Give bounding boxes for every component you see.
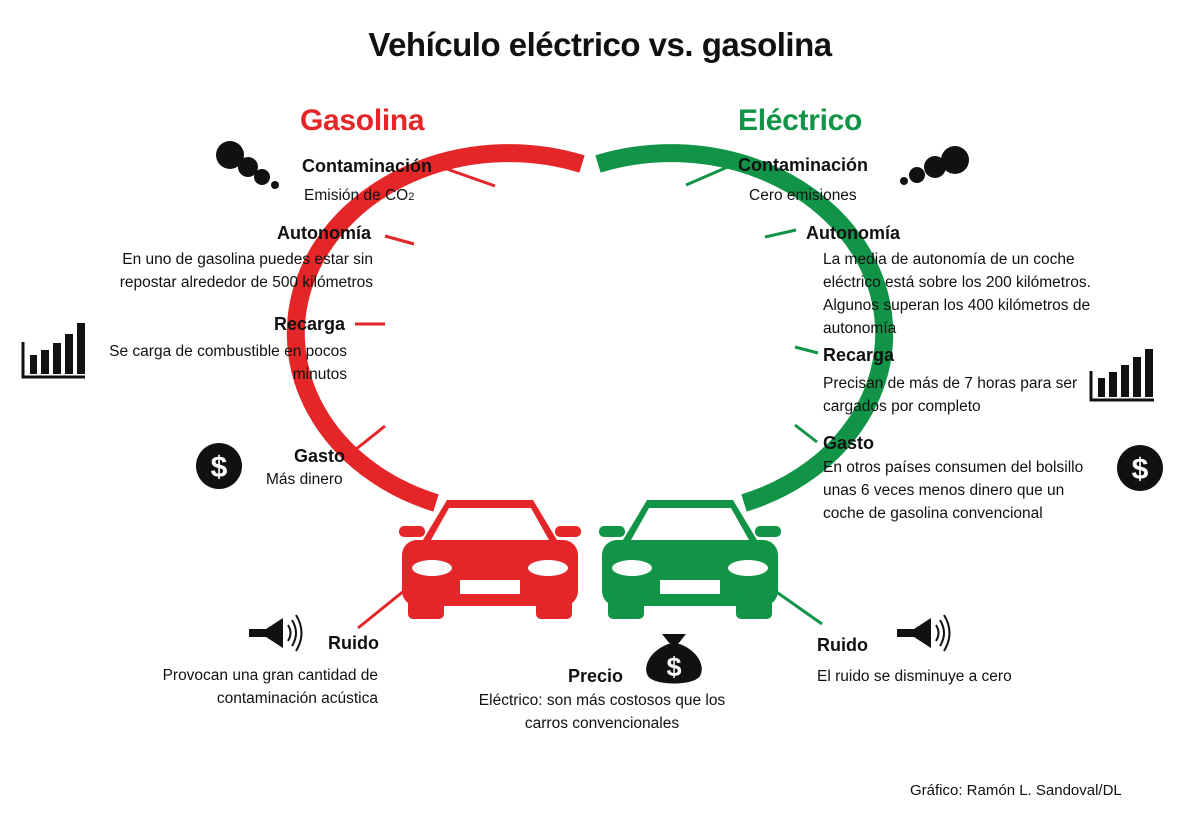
gasolina-arc (286, 144, 585, 512)
electrico-ruido-line: El ruido se disminuye a cero (817, 668, 1012, 685)
speaker-icon (897, 614, 951, 652)
precio-line: Eléctrico: son más costosos que los (478, 692, 726, 709)
electrico-autonomia-line: eléctrico está sobre los 200 kilómetros. (823, 274, 1091, 291)
bar-chart-icon (21, 323, 85, 379)
gasolina-recarga-heading: Recarga (274, 314, 346, 334)
electrico-gasto-line: unas 6 veces menos dinero que un (823, 482, 1065, 499)
electrico-arc (595, 144, 894, 512)
electrico-gasto-line: coche de gasolina convencional (823, 505, 1043, 522)
electrico-gasto-text: En otros países consumen del bolsillo un… (823, 456, 1083, 525)
credit-text: Gráfico: Ramón L. Sandoval/DL (910, 782, 1122, 799)
electrico-gasto-line: En otros países consumen del bolsillo (823, 459, 1084, 476)
gasolina-car-icon (399, 500, 581, 619)
electrico-contaminacion-text: Cero emisiones (749, 184, 857, 207)
gasolina-contaminacion-heading: Contaminación (302, 156, 433, 176)
electrico-autonomia-line: Algunos superan los 400 kilómetros de (823, 297, 1091, 314)
gasolina-ruido-line: Provocan una gran cantidad de (162, 667, 378, 684)
electrico-car-icon (599, 500, 781, 619)
electrico-autonomia-heading: Autonomía (806, 223, 900, 243)
page-title: Vehículo eléctrico vs. gasolina (368, 26, 832, 63)
gasolina-ruido-heading: Ruido (328, 633, 379, 653)
money-bag-icon: $ (646, 634, 702, 684)
dollar-icon-symbol: $ (211, 451, 228, 484)
gasolina-title: Gasolina (300, 104, 425, 137)
money-bag-symbol: $ (666, 652, 681, 682)
gasolina-gasto-text: Más dinero (266, 468, 343, 491)
smoke-icon (216, 141, 279, 189)
electrico-recarga-text: Precisan de más de 7 horas para ser carg… (823, 372, 1077, 418)
gasolina-autonomia-text: En uno de gasolina puedes estar sin repo… (60, 248, 373, 294)
electrico-title: Eléctrico (738, 104, 863, 137)
smoke-icon (900, 146, 969, 185)
gasolina-recarga-line: Se carga de combustible en pocos (109, 343, 347, 360)
dollar-icon: $ (196, 443, 242, 489)
electrico-autonomia-line: autonomía (823, 320, 897, 337)
electrico-ruido-text: El ruido se disminuye a cero (817, 665, 1012, 688)
electrico-contaminacion-line: Cero emisiones (749, 187, 857, 204)
electrico-recarga-line: cargados por completo (823, 398, 981, 415)
electrico-gasto-heading: Gasto (823, 433, 875, 453)
dollar-icon-symbol: $ (1132, 453, 1149, 486)
dollar-icon: $ (1117, 445, 1163, 491)
gasolina-contaminacion-text-main: Emisión de CO (304, 187, 409, 204)
gasolina-recarga-text: Se carga de combustible en pocos minutos (90, 340, 347, 386)
gasolina-ruido-text: Provocan una gran cantidad de contaminac… (120, 664, 378, 710)
gasolina-recarga-line: minutos (292, 366, 347, 383)
speaker-icon (249, 614, 303, 652)
gasolina-autonomia-line: En uno de gasolina puedes estar sin (122, 251, 373, 268)
electrico-recarga-line: Precisan de más de 7 horas para ser (823, 375, 1078, 392)
gasolina-autonomia-line: repostar alrededor de 500 kilómetros (119, 274, 373, 291)
precio-heading: Precio (568, 666, 624, 686)
gasolina-gasto-heading: Gasto (294, 446, 346, 466)
bar-chart-icon (1089, 349, 1154, 402)
electrico-ruido-heading: Ruido (817, 635, 868, 655)
gasolina-contaminacion-text: Emisión de CO2 (304, 184, 414, 209)
electrico-contaminacion-heading: Contaminación (738, 155, 869, 175)
electrico-recarga-heading: Recarga (823, 345, 895, 365)
electrico-autonomia-text: La media de autonomía de un coche eléctr… (823, 248, 1091, 340)
gasolina-gasto-line: Más dinero (266, 471, 343, 488)
gasolina-contaminacion-text-sub: 2 (408, 191, 415, 203)
gasolina-ruido-line: contaminación acústica (216, 690, 378, 707)
gasolina-autonomia-heading: Autonomía (277, 223, 371, 243)
precio-text: Eléctrico: son más costosos que los carr… (452, 689, 752, 735)
electrico-autonomia-line: La media de autonomía de un coche (823, 251, 1075, 268)
precio-line: carros convencionales (524, 715, 680, 732)
